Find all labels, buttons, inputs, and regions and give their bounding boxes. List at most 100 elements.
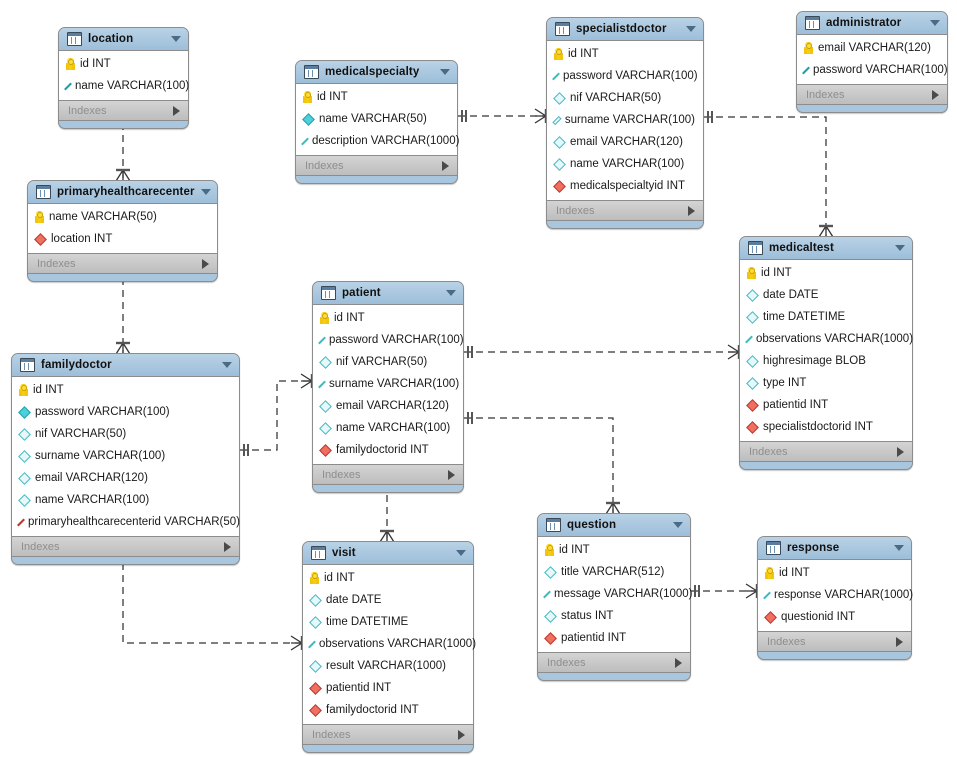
column-row[interactable]: email VARCHAR(120) xyxy=(547,131,703,153)
chevron-right-icon[interactable] xyxy=(688,205,695,216)
column-row[interactable]: date DATE xyxy=(303,589,473,611)
column-row[interactable]: highresimage BLOB xyxy=(740,350,912,372)
column-row[interactable]: password VARCHAR(100) xyxy=(313,329,464,351)
table-header-location[interactable]: location xyxy=(59,28,188,51)
column-row[interactable]: response VARCHAR(1000) xyxy=(758,584,913,606)
column-row[interactable]: name VARCHAR(100) xyxy=(59,75,189,97)
indexes-section-location[interactable]: Indexes xyxy=(59,101,188,121)
chevron-right-icon[interactable] xyxy=(224,541,231,552)
column-row[interactable]: familydoctorid INT xyxy=(313,439,463,461)
indexes-section-question[interactable]: Indexes xyxy=(538,653,690,673)
indexes-section-medicaltest[interactable]: Indexes xyxy=(740,442,912,462)
table-header-administrator[interactable]: administrator xyxy=(797,12,947,35)
indexes-section-visit[interactable]: Indexes xyxy=(303,725,473,745)
table-header-specialistdoctor[interactable]: specialistdoctor xyxy=(547,18,703,41)
column-row[interactable]: observations VARCHAR(1000) xyxy=(740,328,913,350)
column-row[interactable]: familydoctorid INT xyxy=(303,699,473,721)
column-row[interactable]: id INT xyxy=(313,307,463,329)
column-row[interactable]: patientid INT xyxy=(538,627,690,649)
column-row[interactable]: nif VARCHAR(50) xyxy=(547,87,703,109)
column-row[interactable]: id INT xyxy=(758,562,911,584)
chevron-down-icon[interactable] xyxy=(456,550,466,556)
chevron-right-icon[interactable] xyxy=(897,446,904,457)
column-row[interactable]: name VARCHAR(100) xyxy=(313,417,463,439)
chevron-down-icon[interactable] xyxy=(930,20,940,26)
chevron-right-icon[interactable] xyxy=(173,105,180,116)
column-row[interactable]: password VARCHAR(100) xyxy=(797,59,948,81)
column-row[interactable]: nif VARCHAR(50) xyxy=(12,423,239,445)
column-row[interactable]: password VARCHAR(100) xyxy=(12,401,239,423)
column-row[interactable]: email VARCHAR(120) xyxy=(12,467,239,489)
column-row[interactable]: name VARCHAR(100) xyxy=(547,153,703,175)
chevron-down-icon[interactable] xyxy=(446,290,456,296)
column-row[interactable]: id INT xyxy=(547,43,703,65)
column-row[interactable]: name VARCHAR(50) xyxy=(28,206,217,228)
table-header-medicaltest[interactable]: medicaltest xyxy=(740,237,912,260)
chevron-right-icon[interactable] xyxy=(202,258,209,269)
chevron-down-icon[interactable] xyxy=(171,36,181,42)
indexes-section-administrator[interactable]: Indexes xyxy=(797,85,947,105)
table-header-response[interactable]: response xyxy=(758,537,911,560)
column-row[interactable]: id INT xyxy=(303,567,473,589)
column-row[interactable]: email VARCHAR(120) xyxy=(797,37,947,59)
chevron-down-icon[interactable] xyxy=(200,189,211,195)
column-row[interactable]: message VARCHAR(1000) xyxy=(538,583,692,605)
chevron-down-icon[interactable] xyxy=(686,26,696,32)
chevron-right-icon[interactable] xyxy=(448,469,455,480)
indexes-section-specialistdoctor[interactable]: Indexes xyxy=(547,201,703,221)
column-row[interactable]: nif VARCHAR(50) xyxy=(313,351,463,373)
column-row[interactable]: id INT xyxy=(12,379,239,401)
column-row[interactable]: surname VARCHAR(100) xyxy=(12,445,239,467)
column-row[interactable]: email VARCHAR(120) xyxy=(313,395,463,417)
column-row[interactable]: time DATETIME xyxy=(303,611,473,633)
column-row[interactable]: surname VARCHAR(100) xyxy=(313,373,463,395)
table-header-familydoctor[interactable]: familydoctor xyxy=(12,354,239,377)
column-row[interactable]: id INT xyxy=(59,53,188,75)
column-row[interactable]: questionid INT xyxy=(758,606,911,628)
indexes-section-familydoctor[interactable]: Indexes xyxy=(12,537,239,557)
column-row[interactable]: name VARCHAR(100) xyxy=(12,489,239,511)
column-row[interactable]: time DATETIME xyxy=(740,306,912,328)
indexes-section-primaryhealthcarecenter[interactable]: Indexes xyxy=(28,254,217,274)
table-header-medicalspecialty[interactable]: medicalspecialty xyxy=(296,61,457,84)
chevron-down-icon[interactable] xyxy=(222,362,232,368)
column-row[interactable]: date DATE xyxy=(740,284,912,306)
chevron-right-icon[interactable] xyxy=(442,160,449,171)
column-row[interactable]: medicalspecialtyid INT xyxy=(547,175,703,197)
column-row[interactable]: id INT xyxy=(740,262,912,284)
column-row[interactable]: observations VARCHAR(1000) xyxy=(303,633,476,655)
column-row[interactable]: result VARCHAR(1000) xyxy=(303,655,473,677)
column-row[interactable]: specialistdoctorid INT xyxy=(740,416,912,438)
table-header-visit[interactable]: visit xyxy=(303,542,473,565)
indexes-section-response[interactable]: Indexes xyxy=(758,632,911,652)
table-header-question[interactable]: question xyxy=(538,514,690,537)
column-row[interactable]: type INT xyxy=(740,372,912,394)
indexes-section-medicalspecialty[interactable]: Indexes xyxy=(296,156,457,176)
column-row[interactable]: title VARCHAR(512) xyxy=(538,561,690,583)
chevron-down-icon[interactable] xyxy=(440,69,450,75)
column-row[interactable]: surname VARCHAR(100) xyxy=(547,109,703,131)
column-row[interactable]: primaryhealthcarecenterid VARCHAR(50) xyxy=(12,511,240,533)
table-header-primaryhealthcarecenter[interactable]: primaryhealthcarecenter xyxy=(28,181,217,204)
column-row[interactable]: name VARCHAR(50) xyxy=(296,108,457,130)
column-row[interactable]: id INT xyxy=(296,86,457,108)
column-row[interactable]: patientid INT xyxy=(303,677,473,699)
chevron-down-icon[interactable] xyxy=(673,522,683,528)
chevron-right-icon[interactable] xyxy=(896,636,903,647)
indexes-section-patient[interactable]: Indexes xyxy=(313,465,463,485)
chevron-right-icon[interactable] xyxy=(675,657,682,668)
chevron-down-icon[interactable] xyxy=(895,245,905,251)
table-header-patient[interactable]: patient xyxy=(313,282,463,305)
chevron-right-icon[interactable] xyxy=(458,729,465,740)
